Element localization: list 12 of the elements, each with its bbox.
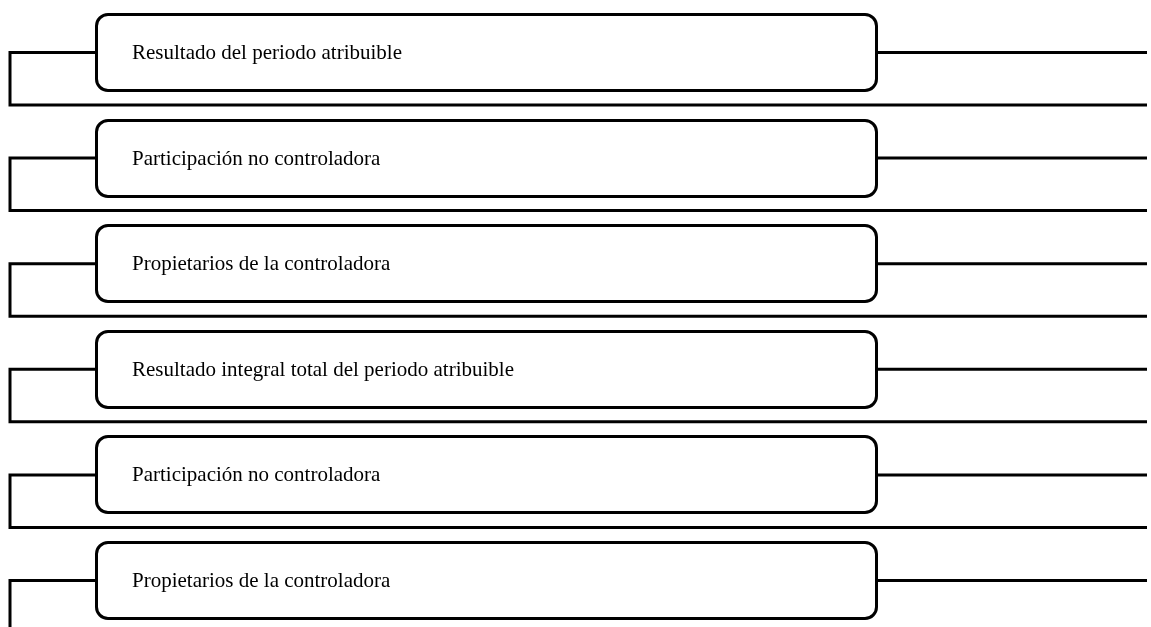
text-box: [95, 118, 878, 198]
box-label: Propietarios de la controladora: [132, 251, 391, 277]
text-box: [95, 329, 878, 409]
text-box: [95, 224, 878, 304]
box-label: Participación no controladora: [132, 462, 381, 488]
box-label: Resultado del periodo atribuible: [132, 40, 403, 65]
text-box: [95, 435, 878, 515]
box-label: Propietarios de la controladora: [132, 568, 391, 593]
text-box: [95, 541, 878, 620]
box-label: Participación no controladora: [132, 145, 381, 171]
text-box: [95, 13, 878, 92]
box-label: Resultado integral total del periodo atribuible: [132, 356, 514, 382]
